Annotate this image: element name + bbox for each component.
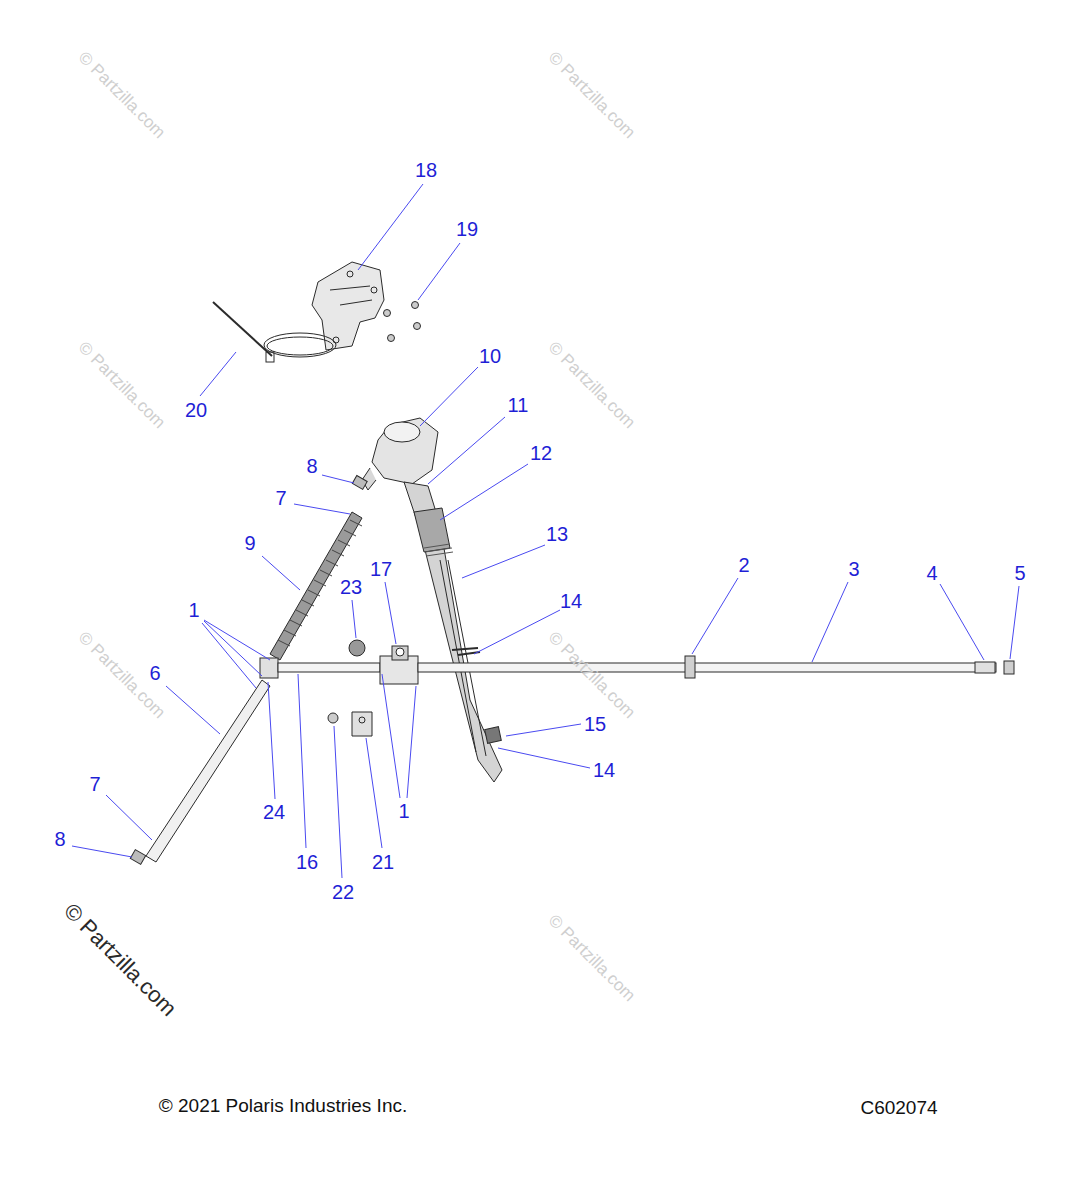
callout-number: 16 xyxy=(296,852,318,872)
callout-number: 7 xyxy=(275,488,286,508)
callout-number: 9 xyxy=(244,533,255,553)
callout-number: 4 xyxy=(926,563,937,583)
callout-number: 24 xyxy=(263,802,285,822)
callout-number: 18 xyxy=(415,160,437,180)
callout-number: 21 xyxy=(372,852,394,872)
copyright-note: © 2021 Polaris Industries Inc. xyxy=(159,1096,407,1115)
callout-number: 1 xyxy=(188,600,199,620)
leader-lines xyxy=(72,184,1019,878)
watermark: © Partzilla.com xyxy=(545,911,638,1004)
watermark: © Partzilla.com xyxy=(545,338,638,431)
callout-number: 2 xyxy=(738,555,749,575)
callout-number: 8 xyxy=(54,829,65,849)
watermark: © Partzilla.com xyxy=(75,48,168,141)
callout-number: 22 xyxy=(332,882,354,902)
watermark: © Partzilla.com xyxy=(60,900,180,1020)
illustration xyxy=(130,262,1014,864)
callout-number: 6 xyxy=(149,663,160,683)
watermark: © Partzilla.com xyxy=(75,338,168,431)
callout-number: 23 xyxy=(340,577,362,597)
callout-number: 13 xyxy=(546,524,568,544)
callout-number: 12 xyxy=(530,443,552,463)
callout-number: 8 xyxy=(306,456,317,476)
drawing-number: C602074 xyxy=(860,1098,937,1117)
callout-number: 11 xyxy=(508,395,529,415)
callout-number: 14 xyxy=(593,760,615,780)
callout-number: 10 xyxy=(479,346,501,366)
callout-number: 14 xyxy=(560,591,582,611)
callout-number: 19 xyxy=(456,219,478,239)
callout-number: 15 xyxy=(584,714,606,734)
callout-number: 20 xyxy=(185,400,207,420)
watermark: © Partzilla.com xyxy=(545,628,638,721)
callout-number: 3 xyxy=(848,559,859,579)
callout-number: 5 xyxy=(1014,563,1025,583)
callout-number: 17 xyxy=(370,559,392,579)
callout-number: 1 xyxy=(398,801,409,821)
callout-number: 7 xyxy=(89,774,100,794)
watermark: © Partzilla.com xyxy=(545,48,638,141)
